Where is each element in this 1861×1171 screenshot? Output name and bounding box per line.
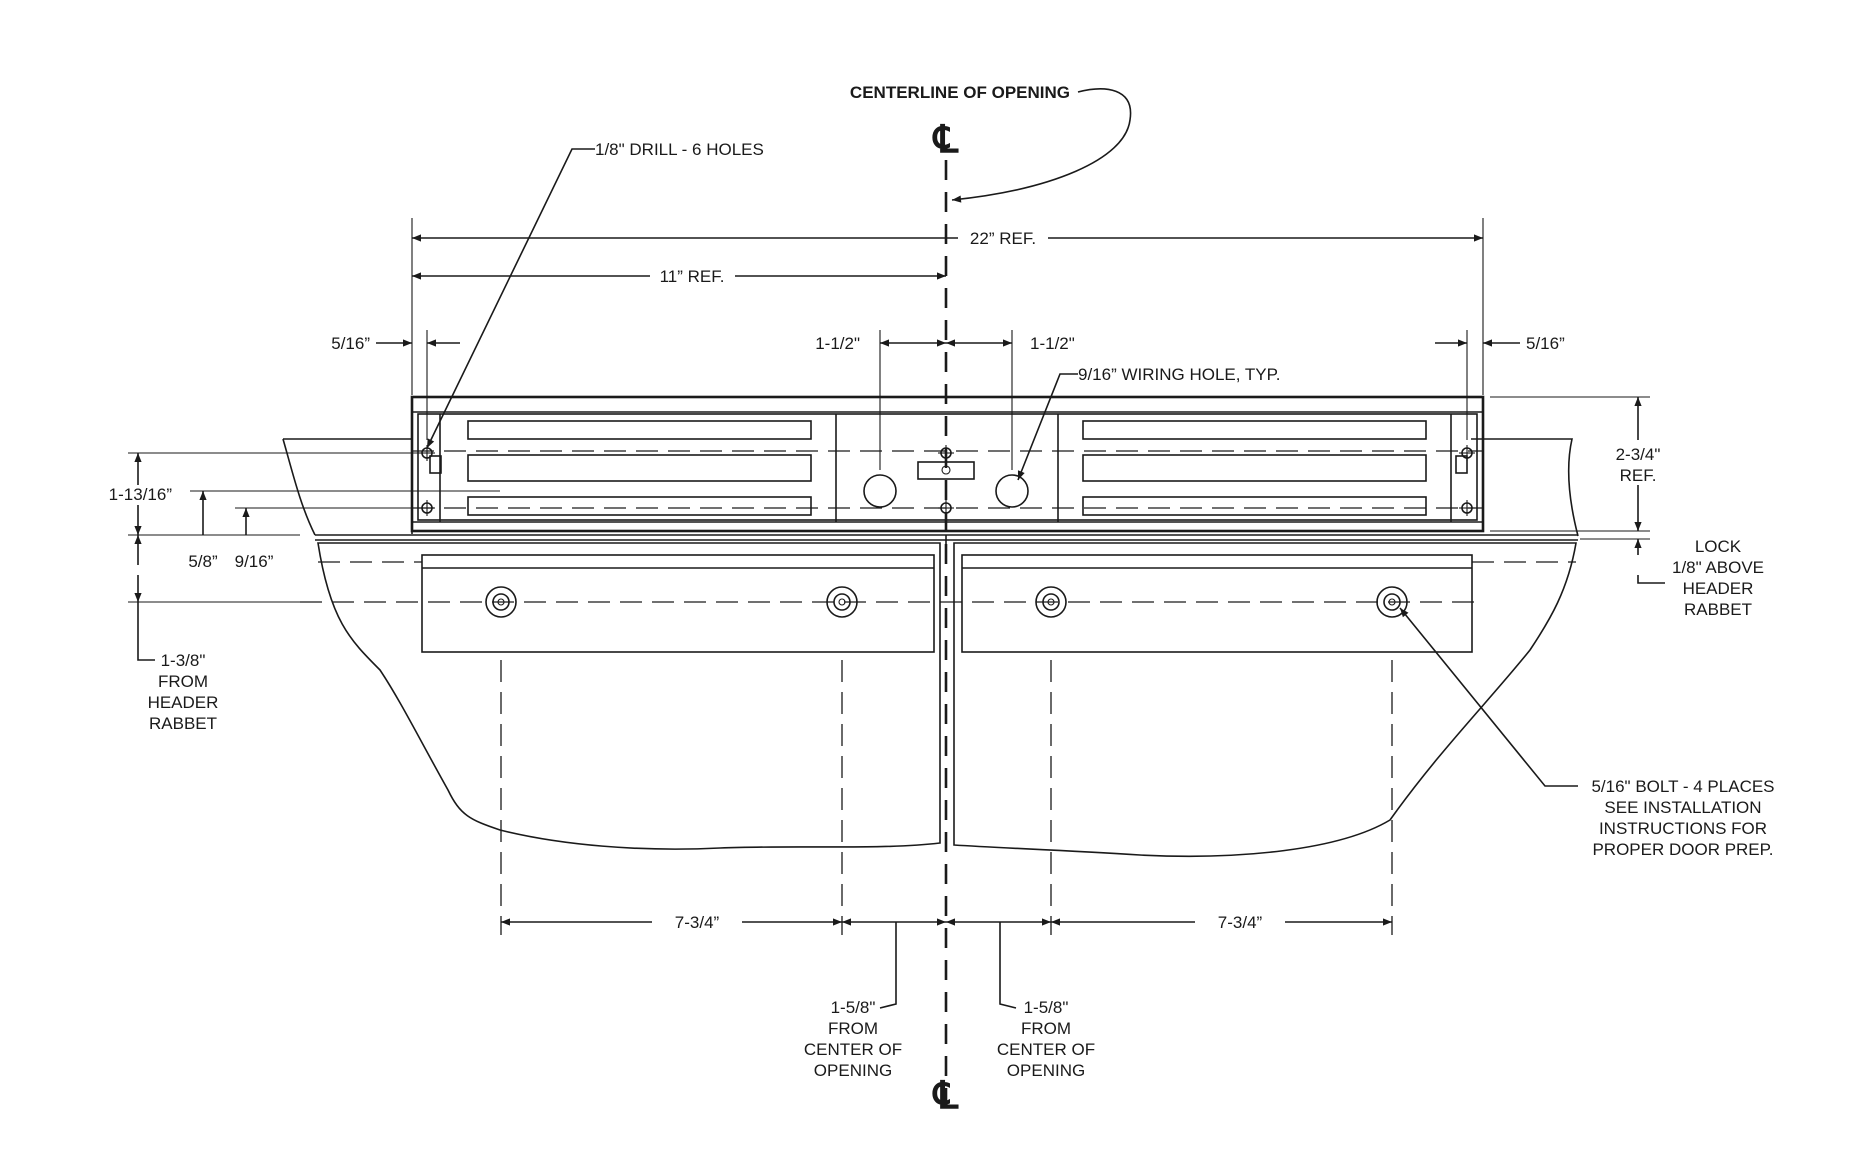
wiring-hole-leader bbox=[1017, 373, 1078, 481]
center-right-line1: 1-5/8" bbox=[1024, 998, 1069, 1017]
bolt-line2: SEE INSTALLATION bbox=[1604, 798, 1761, 817]
center-right-leader bbox=[999, 922, 1017, 1009]
height-ref-line2: REF. bbox=[1620, 466, 1657, 485]
dim-1-3-8-leader bbox=[137, 602, 155, 661]
lock-leader bbox=[1637, 575, 1665, 584]
extension-lines-top bbox=[411, 218, 1484, 470]
bolt-line1: 5/16" BOLT - 4 PLACES bbox=[1591, 777, 1774, 796]
edge-left-label: 5/16” bbox=[331, 334, 370, 353]
wiring-hole-right bbox=[995, 474, 1029, 508]
right-armature-plate bbox=[961, 554, 1473, 653]
dim-5-8-label: 5/8” bbox=[188, 552, 218, 571]
wiring-hole-label: 9/16” WIRING HOLE, TYP. bbox=[1078, 365, 1281, 384]
wiring-hole-left bbox=[863, 474, 897, 508]
bolt-span-left-label: 7-3/4” bbox=[675, 913, 720, 932]
half-width-label: 11” REF. bbox=[660, 267, 725, 286]
centerline-symbol-top: ℄ bbox=[932, 119, 959, 161]
wire-left-label: 1-1/2" bbox=[815, 334, 860, 353]
center-left-line2: FROM bbox=[828, 1019, 878, 1038]
magnet-housing bbox=[410, 395, 1485, 533]
dim-9-16-label: 9/16” bbox=[235, 552, 274, 571]
center-left-line3: CENTER OF bbox=[804, 1040, 902, 1059]
bolt-span-right-label: 7-3/4” bbox=[1218, 913, 1263, 932]
bolt-2 bbox=[826, 586, 858, 618]
center-right-line4: OPENING bbox=[1007, 1061, 1085, 1080]
lock-line4: RABBET bbox=[1684, 600, 1752, 619]
center-left-leader bbox=[879, 922, 897, 1009]
dim-1-13-16-label: 1-13/16” bbox=[109, 485, 173, 504]
hdr-line2: FROM bbox=[158, 672, 208, 691]
hdr-line1: 1-3/8" bbox=[161, 651, 206, 670]
right-door-leaf bbox=[953, 542, 1577, 858]
overall-width-label: 22” REF. bbox=[970, 229, 1036, 248]
bolt-4 bbox=[1376, 586, 1408, 618]
center-right-line2: FROM bbox=[1021, 1019, 1071, 1038]
bolt-extension-lines bbox=[500, 660, 1393, 935]
lock-line3: HEADER bbox=[1683, 579, 1754, 598]
left-height-extensions bbox=[128, 452, 500, 603]
wire-right-label: 1-1/2" bbox=[1030, 334, 1075, 353]
hdr-line3: HEADER bbox=[148, 693, 219, 712]
left-armature-plate bbox=[421, 554, 935, 653]
centerline-symbol-bottom: ℄ bbox=[932, 1075, 959, 1117]
center-left-line4: OPENING bbox=[814, 1061, 892, 1080]
header-frame-outline bbox=[282, 438, 1579, 541]
drill-label: 1/8" DRILL - 6 HOLES bbox=[595, 140, 764, 159]
centerline-label: CENTERLINE OF OPENING bbox=[850, 83, 1070, 102]
height-ref-line1: 2-3/4" bbox=[1616, 445, 1661, 464]
center-left-line1: 1-5/8" bbox=[831, 998, 876, 1017]
center-right-line3: CENTER OF bbox=[997, 1040, 1095, 1059]
bolt-3 bbox=[1035, 586, 1067, 618]
edge-right-label: 5/16” bbox=[1526, 334, 1565, 353]
bolt-leader bbox=[1399, 607, 1578, 787]
bolt-line3: INSTRUCTIONS FOR bbox=[1599, 819, 1767, 838]
lock-line1: LOCK bbox=[1695, 537, 1742, 556]
bolt-1 bbox=[485, 586, 517, 618]
lock-line2: 1/8" ABOVE bbox=[1672, 558, 1764, 577]
drill-leader bbox=[426, 148, 595, 449]
centerline-leader bbox=[951, 88, 1132, 203]
bolt-line4: PROPER DOOR PREP. bbox=[1592, 840, 1773, 859]
hdr-line4: RABBET bbox=[149, 714, 217, 733]
left-door-leaf bbox=[317, 542, 941, 850]
